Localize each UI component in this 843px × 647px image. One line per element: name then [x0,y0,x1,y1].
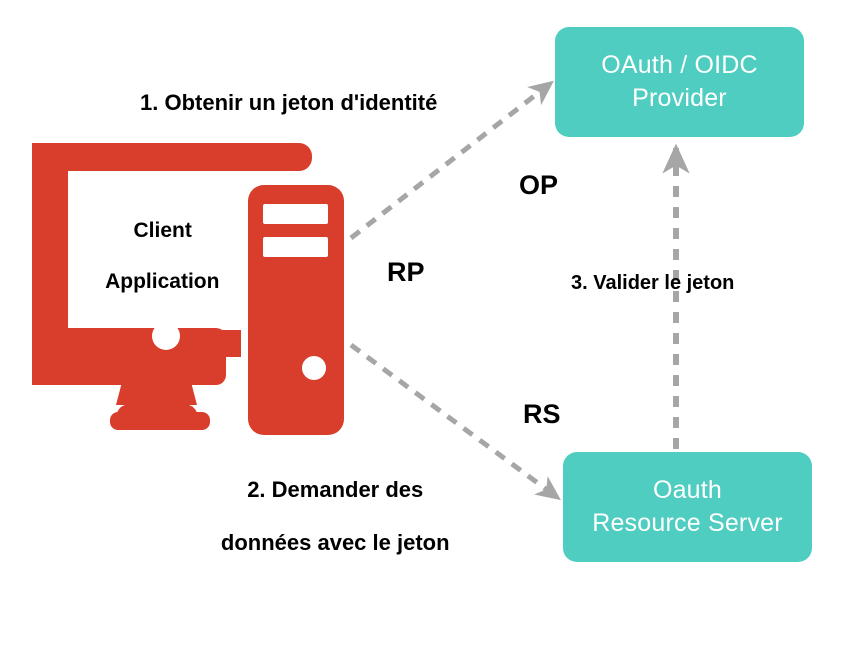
node-rs-line1: Oauth [652,476,723,504]
node-rs-line2: Resource Server [592,509,783,537]
node-op-line1: OAuth / OIDC [601,51,758,79]
role-label-op: OP [519,170,559,200]
tower-vent-bottom [263,237,328,257]
tower-power-button [302,356,326,380]
monitor-indicator-dot [152,322,180,350]
client-application-label: Client Application [76,192,226,320]
step-1-label: 1. Obtenir un jeton d'identité [140,90,438,115]
step-2-label-line1: 2. Demander des [247,476,424,502]
monitor-top-bar [32,143,312,171]
role-label-rp: RP [387,257,425,287]
step-2-label: 2. Demander des données avec le jeton [182,450,464,584]
step-3-label: 3. Valider le jeton [571,272,735,294]
monitor-stand-foot [110,412,210,430]
node-oauth-oidc-provider[interactable]: OAuth / OIDC Provider [555,27,804,137]
role-label-rs: RS [523,399,561,429]
monitor-stand-neck [116,382,197,405]
client-label-line2: Application [105,269,220,293]
node-oauth-oidc-provider-label: OAuth / OIDC Provider [601,49,758,115]
tower-vent-top [263,204,328,224]
monitor-left-edge [32,143,68,385]
node-oauth-resource-server[interactable]: Oauth Resource Server [563,452,812,562]
client-label-line1: Client [133,218,192,242]
node-op-line2: Provider [632,84,727,112]
step-2-label-line2: données avec le jeton [220,530,450,556]
node-oauth-resource-server-label: Oauth Resource Server [592,474,783,540]
